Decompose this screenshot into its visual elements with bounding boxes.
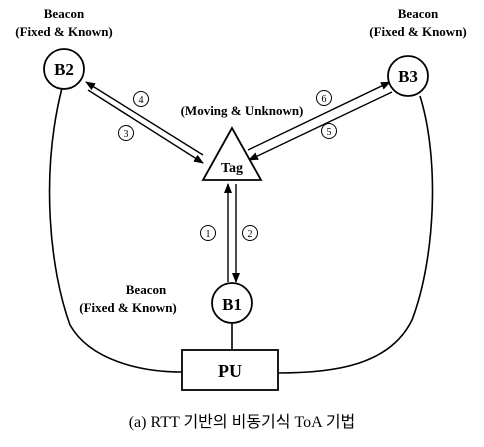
svg-text:5: 5 [327,127,332,138]
step-badge-5: 5 [321,123,337,139]
arrow-step-3 [87,89,204,164]
beacon-b3-label: B3 [398,67,418,86]
b3-heading: Beacon [398,6,439,21]
arrow-step-4 [85,81,204,156]
b2-heading: Beacon [44,6,85,21]
pu-box [181,349,279,391]
svg-text:6: 6 [322,94,327,105]
svg-text:1: 1 [206,229,211,240]
b1-subheading: (Fixed & Known) [79,300,177,315]
figure-caption: (a) RTT 기반의 비동기식 ToA 기법 [128,414,356,431]
step-badge-3: 3 [118,125,134,141]
wire-b3-to-pu [277,95,434,374]
pu-label: PU [218,361,242,381]
b2-subheading: (Fixed & Known) [15,24,113,39]
tag-label: Tag [221,161,243,176]
arrow-step-5 [248,91,393,161]
b3-subheading: (Fixed & Known) [369,24,467,39]
step-badge-1: 1 [200,225,216,241]
beacon-b1-node [211,282,253,324]
arrow-step-6 [247,81,391,151]
svg-text:3: 3 [124,129,129,140]
beacon-b1-label: B1 [222,295,242,314]
b1-heading: Beacon [126,282,167,297]
step-badge-6: 6 [316,90,332,106]
step-badge-4: 4 [133,91,149,107]
step-badge-2: 2 [242,225,258,241]
svg-text:2: 2 [248,229,253,240]
svg-text:4: 4 [139,95,144,106]
beacon-b2-label: B2 [54,60,74,79]
beacon-b2-node [43,48,85,90]
tag-node [201,126,263,181]
wire-b2-to-pu [48,87,183,373]
beacon-b3-node [387,55,429,97]
tag-note: (Moving & Unknown) [181,103,304,118]
